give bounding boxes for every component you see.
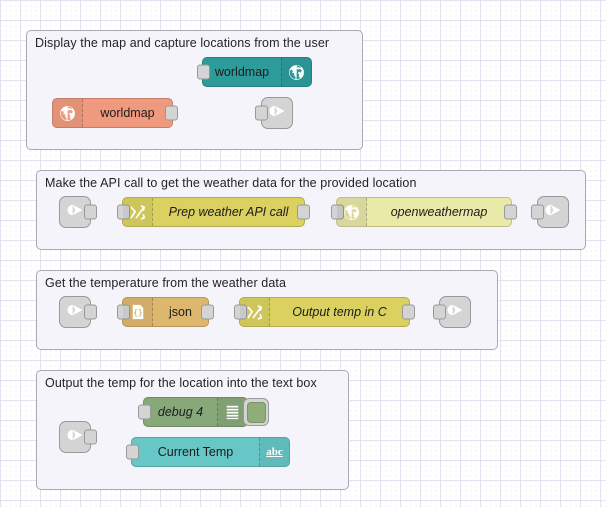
node-function-prep-weather-api-call[interactable]: Prep weather API call [117,197,310,227]
node-worldmap-output[interactable]: worldmap [197,57,312,87]
node-label: Prep weather API call [168,204,289,219]
node-worldmap-input[interactable]: worldmap [52,98,178,128]
port-input[interactable] [138,404,151,420]
node-debug-4[interactable]: debug 4 [138,397,269,427]
node-label: openweathermap [390,204,488,219]
abc-icon: abc [259,438,289,466]
port-input[interactable] [126,444,139,460]
link-in-icon [65,425,85,450]
node-label: worldmap [100,105,155,120]
port-input[interactable] [117,304,130,320]
globe-icon [337,198,367,226]
function-icon [240,298,270,326]
node-link-out-3[interactable] [433,296,471,328]
node-label: worldmap [214,64,270,79]
group-label-1: Display the map and capture locations fr… [35,36,330,50]
node-json[interactable]: {} json [117,297,214,327]
globe-icon [281,58,311,86]
port-output[interactable] [201,304,214,320]
port-output[interactable] [165,105,178,121]
group-box-1[interactable]: Display the map and capture locations fr… [26,30,363,150]
port-input[interactable] [433,304,446,320]
port-output[interactable] [84,304,97,320]
globe-icon [53,99,83,127]
json-braces-icon: {} [123,298,153,326]
debug-lines-icon [217,398,247,426]
port-output[interactable] [84,204,97,220]
node-label: debug 4 [157,404,204,419]
node-link-in-4[interactable] [59,421,97,453]
svg-text:{}: {} [133,308,143,317]
link-out-icon [267,101,287,126]
link-in-icon [65,200,85,225]
function-icon [123,198,153,226]
abc-glyph: abc [266,445,283,458]
node-function-output-temp-in-c[interactable]: Output temp in C [234,297,415,327]
node-link-in-2[interactable] [59,196,97,228]
node-link-in-3[interactable] [59,296,97,328]
group-label-4: Output the temp for the location into th… [45,376,317,390]
debug-toggle-indicator [246,401,266,423]
node-ui-text-current-temp[interactable]: Current Temp abc [126,437,290,467]
node-label: json [169,304,192,319]
port-output[interactable] [402,304,415,320]
port-output[interactable] [504,204,517,220]
port-input[interactable] [255,105,268,121]
node-link-out-1[interactable] [255,97,293,129]
port-input[interactable] [531,204,544,220]
node-openweathermap[interactable]: openweathermap [331,197,517,227]
debug-toggle-button[interactable] [243,398,269,426]
node-link-out-2[interactable] [531,196,569,228]
port-input[interactable] [197,64,210,80]
link-out-icon [543,200,563,225]
port-input[interactable] [117,204,130,220]
group-label-3: Get the temperature from the weather dat… [45,276,287,290]
port-input[interactable] [234,304,247,320]
port-output[interactable] [84,429,97,445]
port-input[interactable] [331,204,344,220]
link-in-icon [65,300,85,325]
group-label-2: Make the API call to get the weather dat… [45,176,417,190]
link-out-icon [445,300,465,325]
node-label: Output temp in C [292,304,387,319]
node-label: Current Temp [157,444,234,459]
port-output[interactable] [297,204,310,220]
